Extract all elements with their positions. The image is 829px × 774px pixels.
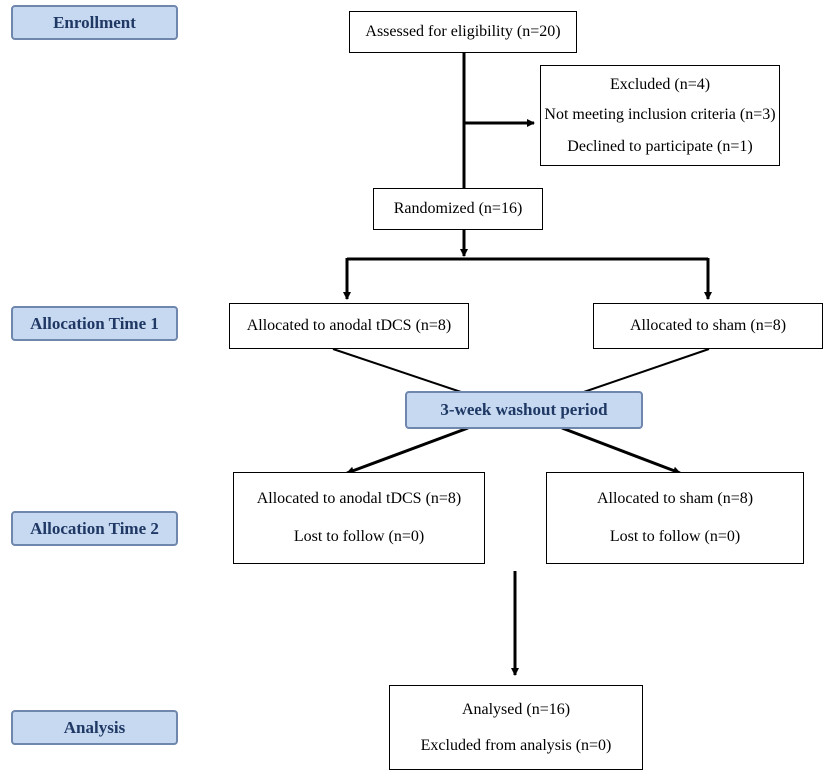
- allocation1-anodal-box: Allocated to anodal tDCS (n=8): [229, 303, 469, 349]
- allocation2-anodal-title: Allocated to anodal tDCS (n=8): [256, 490, 462, 507]
- allocation1-sham-text: Allocated to sham (n=8): [629, 317, 787, 334]
- allocation2-sham-lost: Lost to follow (n=0): [609, 528, 741, 545]
- randomized-text: Randomized (n=16): [393, 200, 523, 217]
- assessed-box: Assessed for eligibility (n=20): [349, 11, 577, 53]
- diverge-left-arrow: [346, 426, 469, 475]
- analysed-excluded: Excluded from analysis (n=0): [420, 736, 612, 754]
- randomized-box: Randomized (n=16): [373, 188, 543, 230]
- allocation1-sham-box: Allocated to sham (n=8): [593, 303, 823, 349]
- washout-period-label: 3-week washout period: [405, 391, 643, 429]
- allocation2-anodal-box: Allocated to anodal tDCS (n=8) Lost to f…: [233, 472, 485, 564]
- allocation2-anodal-lost: Lost to follow (n=0): [293, 528, 425, 545]
- analysed-box: Analysed (n=16) Excluded from analysis (…: [389, 685, 643, 770]
- converge-right-line: [574, 348, 710, 396]
- diverge-right-arrow: [561, 426, 681, 475]
- analysed-title: Analysed (n=16): [461, 700, 571, 718]
- excluded-reason-declined: Declined to participate (n=1): [567, 137, 753, 155]
- stage-label-allocation-time-1: Allocation Time 1: [11, 306, 178, 341]
- excluded-box: Excluded (n=4) Not meeting inclusion cri…: [540, 65, 780, 166]
- allocation1-anodal-text: Allocated to anodal tDCS (n=8): [246, 317, 452, 334]
- assessed-text: Assessed for eligibility (n=20): [365, 23, 561, 40]
- stage-label-analysis: Analysis: [11, 710, 178, 745]
- allocation2-sham-title: Allocated to sham (n=8): [596, 490, 754, 507]
- converge-left-line: [332, 348, 471, 396]
- stage-label-enrollment: Enrollment: [11, 5, 178, 40]
- allocation2-sham-box: Allocated to sham (n=8) Lost to follow (…: [546, 472, 804, 564]
- excluded-reason-inclusion: Not meeting inclusion criteria (n=3): [544, 105, 776, 123]
- stage-label-allocation-time-2: Allocation Time 2: [11, 511, 178, 546]
- excluded-title: Excluded (n=4): [609, 75, 711, 93]
